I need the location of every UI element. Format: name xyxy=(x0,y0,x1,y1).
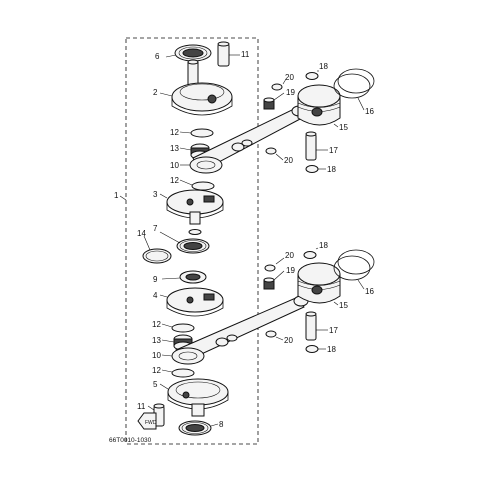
callout-label: 19 xyxy=(286,266,295,275)
bottom-bearing xyxy=(178,420,212,436)
callout-label: 17 xyxy=(329,326,338,335)
callout-label: 10 xyxy=(170,161,179,170)
thrust-washer-3 xyxy=(171,323,195,333)
callout-label: 12 xyxy=(170,128,179,137)
thrust-washer-1 xyxy=(190,128,214,138)
callout-label: 10 xyxy=(152,351,161,360)
thrust-washer-4 xyxy=(171,368,195,378)
callout-label: 20 xyxy=(284,336,293,345)
dowel-pin-top xyxy=(217,41,230,67)
thrust-washer-2 xyxy=(191,181,215,191)
crank-upper-half xyxy=(171,59,233,116)
callout-label: 19 xyxy=(286,88,295,97)
oil-seal xyxy=(179,270,207,284)
center-bearing xyxy=(176,238,210,254)
o-ring xyxy=(142,248,172,264)
piston-pin-clip-7 xyxy=(265,330,277,338)
piston-rings-1 xyxy=(333,68,375,99)
callout-label: 11 xyxy=(241,50,250,59)
callout-label: 15 xyxy=(339,301,348,310)
forward-direction-icon: FWD xyxy=(137,412,157,430)
piston-pin-clip-4 xyxy=(305,165,319,173)
callout-label: 5 xyxy=(153,380,158,389)
callout-label: 18 xyxy=(327,165,336,174)
callout-label: 17 xyxy=(329,146,338,155)
piston-rings-2 xyxy=(333,249,375,281)
callout-label: 2 xyxy=(153,88,158,97)
piston-pin-clip-1 xyxy=(271,83,283,91)
leader-1 xyxy=(119,195,127,201)
crank-center-web xyxy=(166,189,224,225)
callout-label: 6 xyxy=(155,52,160,61)
callout-label: 12 xyxy=(170,176,179,185)
small-end-bearing-1 xyxy=(263,97,275,110)
callout-label: 14 xyxy=(137,229,146,238)
crank-lower-web xyxy=(166,287,224,317)
callout-label: 13 xyxy=(152,336,161,345)
drawing-code: 66T0010-1030 xyxy=(109,437,152,444)
callout-label: 16 xyxy=(365,287,374,296)
crank-lower-half xyxy=(167,378,229,417)
callout-label: 11 xyxy=(137,402,146,411)
callout-label: 16 xyxy=(365,107,374,116)
callout-label: 18 xyxy=(319,62,328,71)
small-end-bearing-2 xyxy=(263,277,275,290)
top-bearing xyxy=(174,44,212,62)
piston-pin-2 xyxy=(305,311,317,341)
assembly-boundary xyxy=(125,37,259,445)
callout-label: 20 xyxy=(284,156,293,165)
callout-label: 1 xyxy=(114,191,119,200)
callout-label: 12 xyxy=(152,320,161,329)
callout-label: 3 xyxy=(153,190,158,199)
piston-pin-clip-8 xyxy=(305,345,319,353)
forward-mark-label: FWD xyxy=(145,420,157,426)
piston-pin-clip-2 xyxy=(305,72,319,80)
piston-pin-clip-3 xyxy=(265,147,277,155)
callout-label: 4 xyxy=(153,291,158,300)
piston-pin-clip-5 xyxy=(264,264,276,272)
callout-label: 20 xyxy=(285,73,294,82)
callout-label: 9 xyxy=(153,275,158,284)
callout-label: 7 xyxy=(153,224,158,233)
callout-label: 15 xyxy=(339,123,348,132)
piston-2 xyxy=(297,262,341,304)
callout-label: 18 xyxy=(319,241,328,250)
callout-label: 18 xyxy=(327,345,336,354)
callout-label: 12 xyxy=(152,366,161,375)
callout-label: 13 xyxy=(170,144,179,153)
piston-pin-1 xyxy=(305,131,317,161)
callout-label: 8 xyxy=(219,420,224,429)
piston-1 xyxy=(297,84,341,126)
connecting-rod-2 xyxy=(171,295,309,365)
piston-pin-clip-6 xyxy=(303,251,317,259)
callout-label: 20 xyxy=(285,251,294,260)
